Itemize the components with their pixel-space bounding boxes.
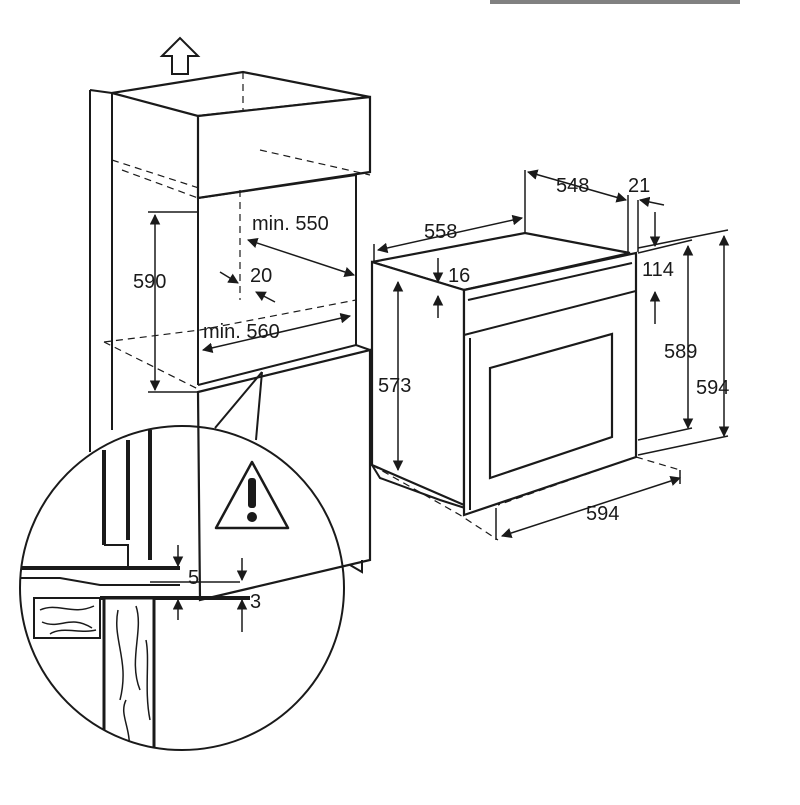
cabinet-vent-label: 20 <box>250 265 272 287</box>
oven-top-gap-label: 16 <box>448 265 470 287</box>
oven-body-depth-label: 548 <box>556 175 589 197</box>
oven-panel-label: 114 <box>642 259 674 281</box>
oven-front-height-label: 589 <box>664 341 697 363</box>
cabinet-height-label: 590 <box>133 271 166 293</box>
detail-gap-label: 5 <box>188 567 199 589</box>
oven-drawing: 558 548 21 16 114 573 589 594 <box>370 169 729 541</box>
oven-body-height-label: 573 <box>378 375 411 397</box>
up-arrow-icon <box>159 36 201 75</box>
oven-front-thickness-label: 21 <box>628 175 650 197</box>
warning-icon <box>214 460 290 530</box>
oven-width-label: 594 <box>586 503 619 525</box>
oven-top-depth-label: 558 <box>424 221 457 243</box>
cabinet-depth-label: min. 550 <box>252 213 329 235</box>
detail-magnifier: 5 3 <box>19 425 345 751</box>
detail-offset-label: 3 <box>250 591 261 613</box>
cabinet-width-label: min. 560 <box>203 321 280 343</box>
oven-total-height-label: 594 <box>696 377 729 399</box>
cabinet-drawing: 590 min. 550 20 min. 560 <box>89 36 372 602</box>
header-partial-text <box>490 0 740 4</box>
